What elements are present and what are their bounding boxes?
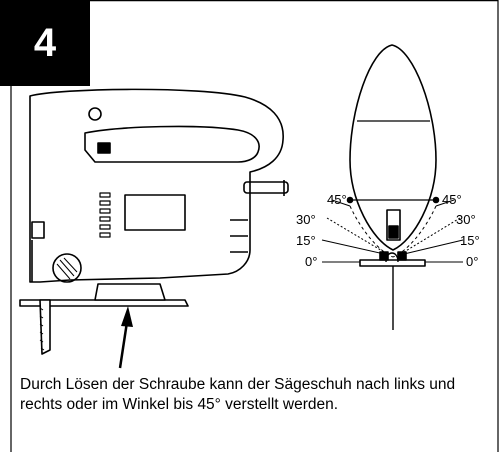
angle-label-right-30: 30°	[456, 212, 476, 227]
angle-label-right-0: 0°	[466, 254, 478, 269]
jigsaw-side-view	[19, 88, 289, 355]
step-number-badge: 4	[0, 0, 90, 86]
front-shoe	[359, 259, 426, 267]
jigsaw-housing	[29, 88, 284, 283]
instruction-caption: Durch Lösen der Schraube kann der Sägesc…	[20, 376, 456, 413]
angle-label-right-45: 45°	[442, 192, 462, 207]
handle-opening	[84, 125, 260, 163]
angle-label-left-30: 30°	[296, 212, 316, 227]
front-guard	[31, 221, 45, 239]
jigsaw-front-view	[346, 44, 440, 330]
bevel-angle-guides	[321, 199, 464, 263]
front-housing	[349, 44, 437, 251]
power-cord	[243, 181, 289, 194]
angle-label-left-15: 15°	[296, 233, 316, 248]
trigger-switch	[97, 142, 111, 154]
top-knob	[88, 107, 102, 121]
saw-blade	[39, 299, 51, 355]
shoe-mount	[94, 283, 166, 301]
angle-label-left-45: 45°	[327, 192, 347, 207]
speed-knob	[52, 253, 82, 283]
vent-slots	[99, 192, 111, 238]
blade-teeth	[39, 307, 45, 351]
angle-label-right-15: 15°	[460, 233, 480, 248]
side-plate	[124, 194, 186, 231]
angle-label-left-0: 0°	[305, 254, 317, 269]
motor-ribs	[230, 219, 248, 253]
knob-grip	[56, 257, 78, 280]
screw-pointer-arrow	[118, 306, 133, 369]
